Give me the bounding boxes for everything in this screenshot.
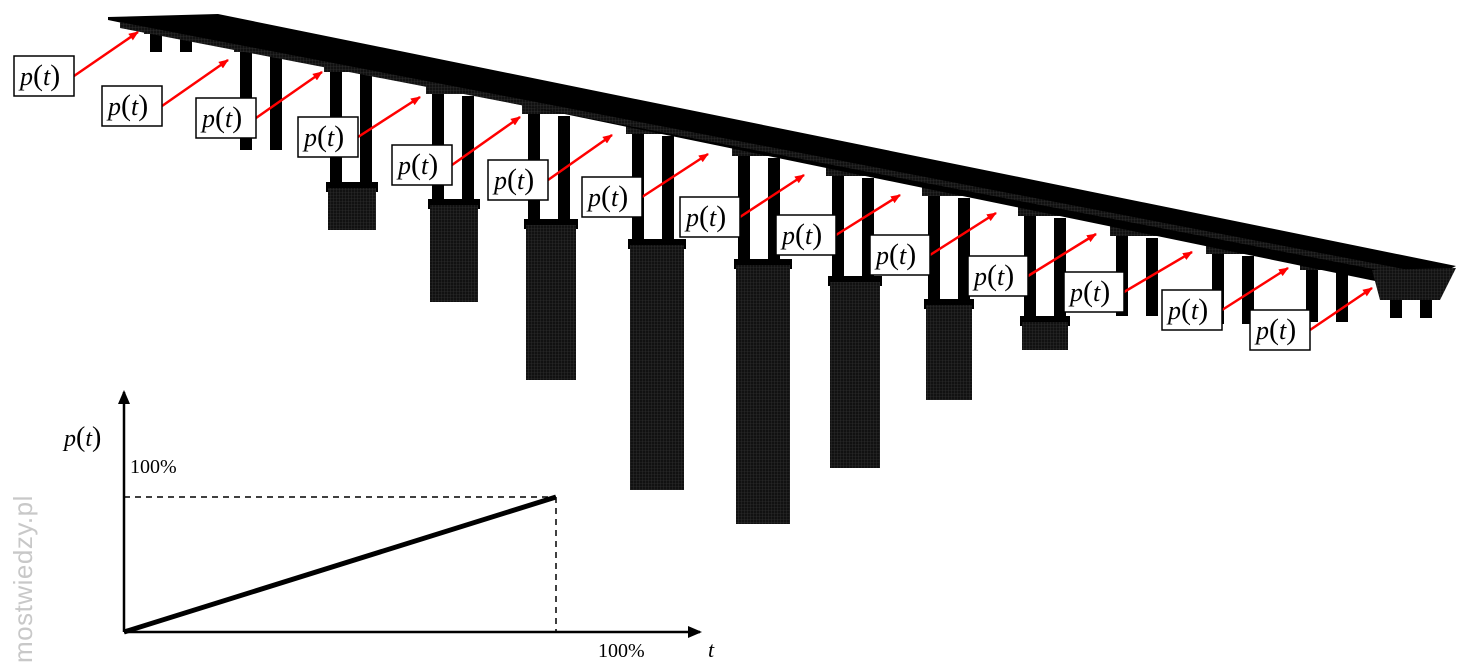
load-label-box xyxy=(967,255,1029,297)
load-function-plot: p(t) 100% 100% t xyxy=(62,390,715,662)
load-label: p(t) xyxy=(679,173,805,238)
load-arrow xyxy=(1123,250,1193,294)
load-label-text: p(t) xyxy=(586,180,628,213)
load-label-text: p(t) xyxy=(492,163,534,196)
load-label-text: p(t) xyxy=(972,259,1014,292)
bridge-pier xyxy=(826,166,882,468)
load-arrow xyxy=(451,115,521,167)
load-label: p(t) xyxy=(967,232,1097,297)
bridge-pier xyxy=(522,104,578,380)
y-max-label: 100% xyxy=(130,456,177,478)
load-label: p(t) xyxy=(1161,266,1289,331)
load-label-text: p(t) xyxy=(1254,313,1296,346)
load-arrow xyxy=(255,70,323,120)
y-axis-label: p(t) xyxy=(62,422,101,453)
load-label-text: p(t) xyxy=(684,200,726,233)
load-label-box xyxy=(13,55,75,97)
bridge-model xyxy=(108,14,1456,524)
load-label: p(t) xyxy=(101,58,229,127)
load-arrow xyxy=(641,152,709,199)
load-arrow xyxy=(547,133,613,182)
load-label-box xyxy=(775,214,837,256)
bridge-piers xyxy=(144,24,1438,524)
load-label-text: p(t) xyxy=(302,120,344,153)
load-label-box xyxy=(391,144,453,186)
load-label: p(t) xyxy=(13,30,139,97)
load-arrow xyxy=(835,193,901,237)
load-label-text: p(t) xyxy=(1068,275,1110,308)
load-label: p(t) xyxy=(581,152,709,218)
load-label-text: p(t) xyxy=(18,59,60,92)
load-label-box xyxy=(1161,289,1223,331)
watermark: mostwiedzy.pl xyxy=(8,495,38,663)
bridge-deck-edge xyxy=(120,22,1440,281)
load-label-text: p(t) xyxy=(200,101,242,134)
load-label-box xyxy=(1063,271,1125,313)
load-arrow xyxy=(357,95,421,139)
load-label-box xyxy=(581,176,643,218)
load-arrow xyxy=(1027,232,1097,278)
load-arrow xyxy=(1309,286,1373,332)
load-label-box xyxy=(869,234,931,276)
load-arrow xyxy=(739,173,805,219)
load-label-text: p(t) xyxy=(106,89,148,122)
load-label-box xyxy=(297,116,359,158)
load-label: p(t) xyxy=(195,70,323,139)
load-label-box xyxy=(101,85,163,127)
load-label-text: p(t) xyxy=(1166,293,1208,326)
load-label-text: p(t) xyxy=(874,238,916,271)
load-arrow xyxy=(73,30,139,78)
load-arrow xyxy=(1221,266,1289,312)
bridge-abutment-right xyxy=(1372,268,1456,300)
load-label: p(t) xyxy=(297,95,421,158)
load-label: p(t) xyxy=(391,115,521,186)
load-label-text: p(t) xyxy=(780,218,822,251)
load-label-box xyxy=(679,196,741,238)
load-arrow xyxy=(161,58,229,108)
x-max-label: 100% xyxy=(598,640,645,662)
load-label: p(t) xyxy=(487,133,613,201)
load-label: p(t) xyxy=(1063,250,1193,313)
load-labels: p(t) p(t) p(t) p(t) p(t) p(t) p(t) p(t) p(t) p(t)… xyxy=(13,30,1373,351)
load-arrow xyxy=(929,211,997,257)
load-label-box xyxy=(487,159,549,201)
load-label-box xyxy=(195,97,257,139)
load-label-text: p(t) xyxy=(396,148,438,181)
bridge-pier xyxy=(426,84,480,302)
bridge-pier xyxy=(626,124,686,490)
load-ramp-line xyxy=(123,494,557,635)
bridge-pier xyxy=(324,62,378,230)
load-label: p(t) xyxy=(869,211,997,276)
load-label: p(t) xyxy=(775,193,901,256)
load-label-box xyxy=(1249,309,1311,351)
bridge-pier xyxy=(732,146,792,524)
x-axis-label: t xyxy=(708,637,715,662)
load-label: p(t) xyxy=(1249,286,1373,351)
